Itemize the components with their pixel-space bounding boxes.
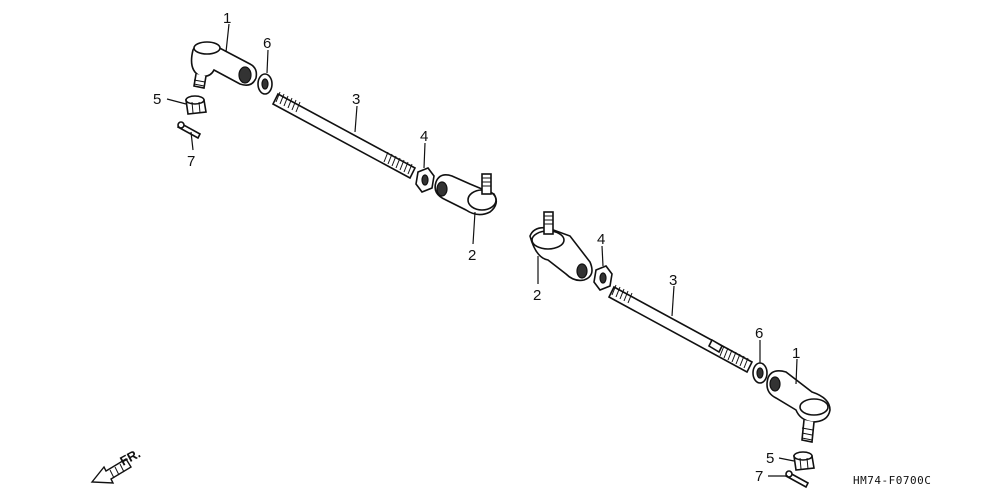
lower-lock-nut	[593, 265, 613, 291]
lower-outer-tie-rod-end	[766, 370, 831, 443]
callout-lower-6: 6	[755, 325, 763, 342]
upper-cotter-pin	[176, 121, 202, 140]
front-arrow-icon	[90, 458, 132, 484]
callout-upper-2: 2	[468, 247, 476, 264]
upper-lock-washer	[257, 73, 273, 95]
lower-castle-nut	[793, 451, 815, 471]
callout-upper-6: 6	[263, 35, 271, 52]
callout-upper-1: 1	[223, 10, 231, 27]
callout-lower-3: 3	[669, 272, 677, 289]
callout-lower-2: 2	[533, 287, 541, 304]
upper-castle-nut	[185, 95, 207, 115]
lower-lock-washer	[752, 362, 768, 384]
lower-cotter-pin	[784, 470, 810, 489]
callout-upper-7: 7	[187, 153, 195, 170]
diagram-code: HM74-F0700C	[853, 474, 931, 487]
upper-tie-rod-shaft	[271, 91, 417, 180]
upper-outer-tie-rod-end	[190, 41, 258, 89]
callout-upper-4: 4	[420, 128, 428, 145]
lower-inner-tie-rod-end	[529, 211, 593, 282]
callout-lower-5: 5	[766, 450, 774, 467]
lower-tie-rod-assembly: 2 4 3 6 1 5 7	[529, 211, 831, 489]
upper-lock-nut	[415, 167, 435, 193]
callout-lower-4: 4	[597, 231, 605, 248]
front-direction-indicator: FR.	[90, 446, 143, 484]
callout-upper-5: 5	[153, 91, 161, 108]
callout-lower-1: 1	[792, 345, 800, 362]
upper-tie-rod-assembly: 1 6 5 7 3 4 2	[153, 10, 498, 264]
lower-tie-rod-shaft	[607, 284, 754, 374]
upper-inner-tie-rod-end	[434, 173, 498, 216]
callout-lower-7: 7	[755, 468, 763, 485]
callout-upper-3: 3	[352, 91, 360, 108]
